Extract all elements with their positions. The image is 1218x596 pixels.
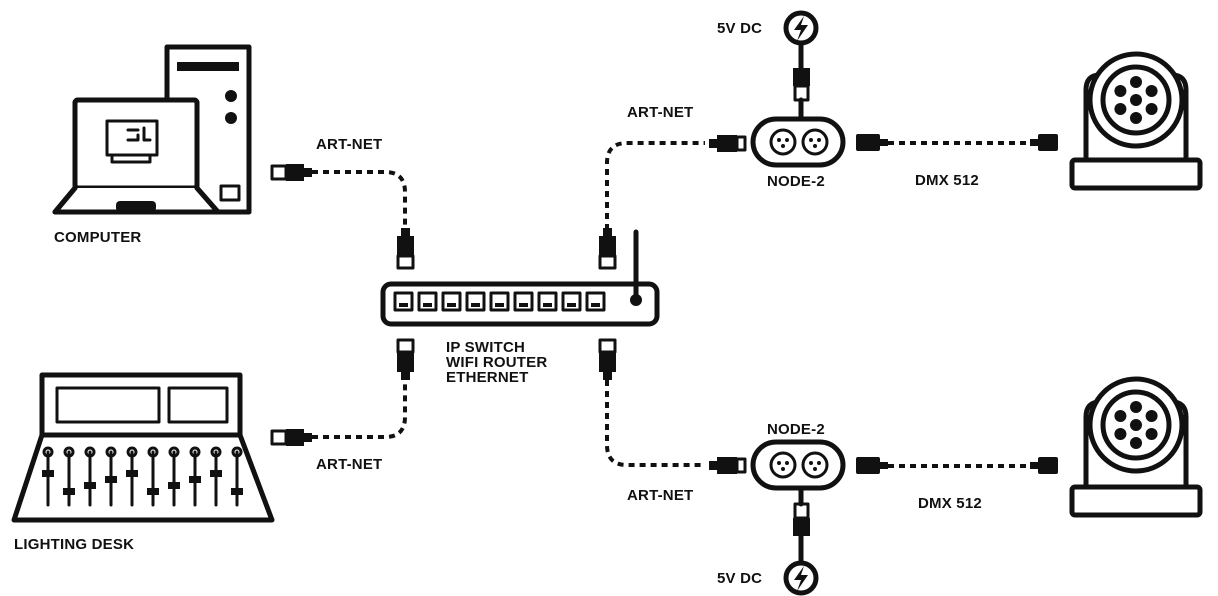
artnet-cable-computer: [312, 170, 407, 230]
switch-port: [489, 291, 510, 312]
switch-label-line3: ETHERNET: [446, 369, 529, 386]
switch-router-icon: [380, 229, 660, 327]
moving-head-light-icon: [1069, 376, 1203, 518]
artnet-computer-label: ART-NET: [316, 136, 383, 153]
dmx-bottom-label: DMX 512: [918, 495, 982, 512]
node-bottom-label: NODE-2: [767, 421, 825, 438]
artnet-desk-label: ART-NET: [316, 456, 383, 473]
rj45-connector-icon: [709, 457, 747, 474]
node-top-label: NODE-2: [767, 173, 825, 190]
usb-connector-icon: [793, 502, 810, 565]
computer-label: COMPUTER: [54, 229, 142, 246]
dmx-top-label: DMX 512: [915, 172, 979, 189]
artnet-cable-node-top: [605, 141, 705, 230]
switch-port: [585, 291, 606, 312]
switch-port: [537, 291, 558, 312]
switch-port: [393, 291, 414, 312]
power-bottom-label: 5V DC: [717, 570, 763, 587]
rj45-connector-icon: [270, 164, 312, 181]
artnet-cable-desk: [312, 378, 407, 439]
rj45-connector-icon: [396, 228, 415, 270]
lighting-desk-icon: [11, 372, 275, 523]
rj45-connector-icon: [598, 338, 617, 380]
switch-label-line2: WIFI ROUTER: [446, 354, 548, 371]
art-net-node-icon: [750, 439, 846, 491]
rj45-connector-icon: [396, 338, 415, 380]
rj45-connector-icon: [709, 135, 747, 152]
power-top-label: 5V DC: [717, 20, 763, 37]
switch-label-line1: IP SWITCH: [446, 339, 526, 356]
switch-label: IP SWITCH WIFI ROUTER ETHERNET: [446, 340, 547, 385]
switch-port: [417, 291, 438, 312]
switch-port: [561, 291, 582, 312]
lighting-desk-label: LIGHTING DESK: [14, 536, 135, 553]
artnet-node-bottom-label: ART-NET: [627, 487, 694, 504]
rj45-connector-icon: [598, 228, 617, 270]
rj45-connector-icon: [270, 429, 312, 446]
dmx-cable-bottom: [856, 457, 1058, 474]
usb-connector-icon: [793, 41, 810, 102]
artnet-node-top-label: ART-NET: [627, 104, 694, 121]
dmx-cable-top: [856, 134, 1058, 151]
computer-icon: [52, 44, 252, 215]
switch-port: [513, 291, 534, 312]
switch-port: [465, 291, 486, 312]
power-bolt-icon: [783, 560, 819, 596]
moving-head-light-icon: [1069, 51, 1203, 191]
switch-port: [441, 291, 462, 312]
art-net-node-icon: [750, 116, 846, 168]
artnet-cable-node-bottom: [605, 380, 705, 467]
power-bolt-icon: [783, 10, 819, 46]
